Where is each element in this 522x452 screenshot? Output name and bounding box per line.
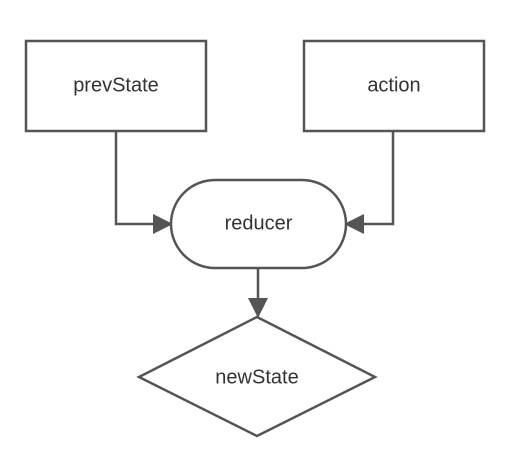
reducer-box [169, 178, 348, 270]
edge-prevstate-to-reducer [114, 131, 173, 234]
new-state-label: newState [215, 366, 298, 388]
reducer-label: reducer [225, 212, 293, 234]
prev-state-box [24, 39, 208, 133]
action-box [302, 39, 486, 133]
edge-action-to-reducer [344, 131, 395, 234]
new-state-diamond [136, 315, 378, 438]
node-new-state[interactable]: newState [136, 315, 378, 438]
prev-state-label: prevState [73, 74, 159, 96]
node-action[interactable]: action [302, 39, 486, 133]
node-reducer[interactable]: reducer [169, 178, 348, 270]
action-label: action [367, 74, 420, 96]
node-prev-state[interactable]: prevState [24, 39, 208, 133]
